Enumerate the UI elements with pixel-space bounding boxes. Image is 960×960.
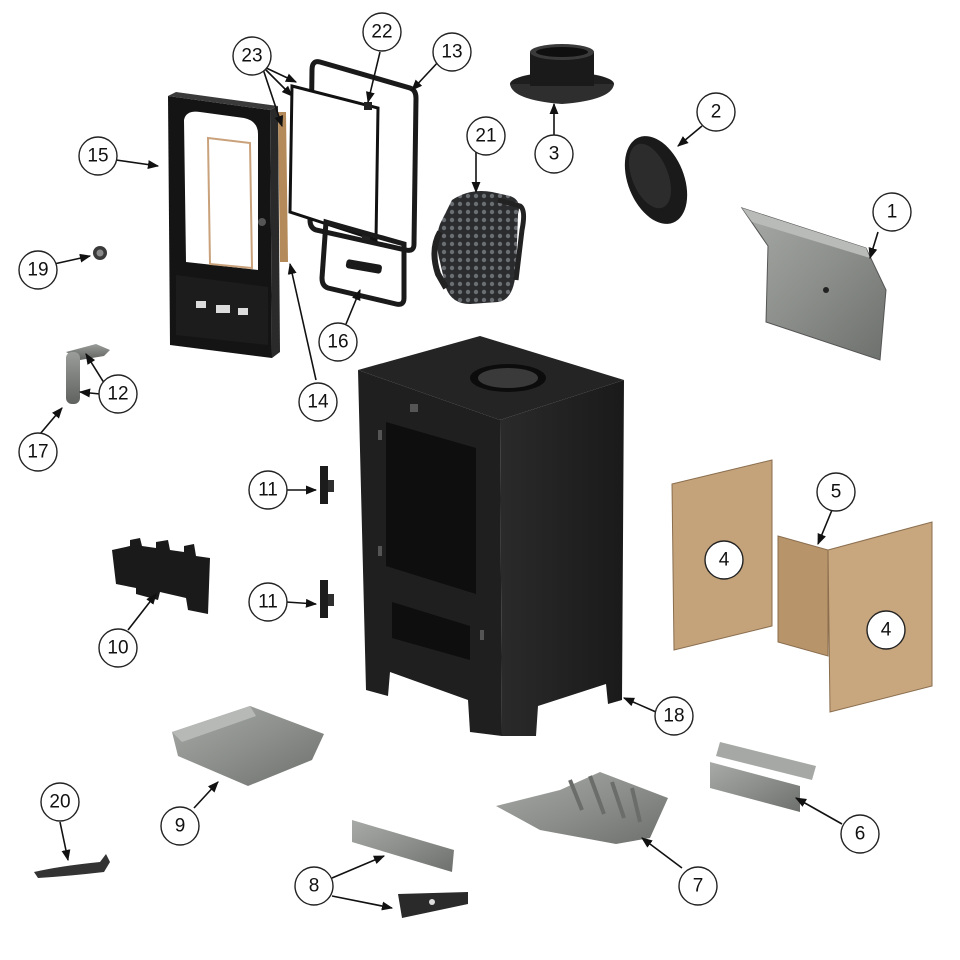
flue-collar-part bbox=[510, 44, 614, 104]
callout-7: 7 bbox=[678, 866, 718, 906]
callout-8-label: 8 bbox=[309, 876, 320, 897]
callout-19-label: 19 bbox=[27, 260, 48, 281]
callout-20-label: 20 bbox=[49, 792, 70, 813]
ash-pan-tool-part bbox=[34, 854, 110, 878]
callout-22-label: 22 bbox=[371, 22, 392, 43]
callout-17-label: 17 bbox=[27, 442, 48, 463]
callout-3-label: 3 bbox=[549, 144, 560, 165]
callout-12: 12 bbox=[98, 374, 138, 414]
callout-11-lower: 11 bbox=[248, 582, 288, 622]
grate-bars-part bbox=[352, 820, 468, 918]
front-brick-retainer-part bbox=[710, 742, 816, 812]
callout-4-left: 4 bbox=[704, 540, 744, 580]
ash-pan-part bbox=[172, 706, 324, 786]
callout-6: 6 bbox=[840, 814, 880, 854]
callout-14: 14 bbox=[298, 382, 338, 422]
callout-18-label: 18 bbox=[663, 706, 684, 727]
gloves-part bbox=[431, 191, 527, 304]
callout-15-label: 15 bbox=[87, 146, 108, 167]
callout-9-label: 9 bbox=[175, 816, 186, 837]
callout-23-label: 23 bbox=[241, 46, 262, 67]
hinge-upper-part bbox=[320, 466, 334, 504]
callout-18: 18 bbox=[654, 696, 694, 736]
callout-5: 5 bbox=[816, 472, 856, 512]
callout-15: 15 bbox=[78, 136, 118, 176]
door-part bbox=[168, 92, 280, 358]
callout-19: 19 bbox=[18, 250, 58, 290]
callout-13: 13 bbox=[432, 32, 472, 72]
brick-back-part bbox=[777, 535, 829, 657]
callout-23: 23 bbox=[232, 36, 272, 76]
air-knob-part bbox=[93, 246, 107, 260]
callout-11-upper-label: 11 bbox=[258, 480, 278, 501]
callout-4-side-label: 4 bbox=[881, 620, 892, 641]
callout-6-label: 6 bbox=[855, 824, 866, 845]
callout-11-upper: 11 bbox=[248, 470, 288, 510]
callout-3: 3 bbox=[534, 134, 574, 174]
callout-14-label: 14 bbox=[307, 392, 329, 413]
stove-body-part bbox=[358, 336, 624, 736]
callout-21: 21 bbox=[466, 116, 506, 156]
callout-5-label: 5 bbox=[831, 482, 842, 503]
grate-part bbox=[496, 772, 668, 844]
callout-9: 9 bbox=[160, 806, 200, 846]
callout-21-label: 21 bbox=[475, 126, 496, 147]
callout-4-left-label: 4 bbox=[719, 550, 730, 571]
callout-2: 2 bbox=[696, 92, 736, 132]
hinge-lower-part bbox=[320, 580, 334, 618]
callout-7-label: 7 bbox=[693, 876, 704, 897]
callout-12-label: 12 bbox=[107, 384, 128, 405]
callout-13-label: 13 bbox=[441, 42, 462, 63]
callout-22: 22 bbox=[362, 12, 402, 52]
callout-16: 16 bbox=[318, 322, 358, 362]
callout-17: 17 bbox=[18, 432, 58, 472]
callout-11-lower-label: 11 bbox=[258, 592, 278, 613]
leader-lines bbox=[39, 51, 879, 911]
baffle-part bbox=[740, 207, 887, 361]
callout-1: 1 bbox=[872, 192, 912, 232]
callout-4-side: 4 bbox=[866, 610, 906, 650]
glass-clamp-frame-part bbox=[288, 59, 419, 307]
blanking-plate-part bbox=[624, 136, 688, 224]
callout-8: 8 bbox=[294, 866, 334, 906]
callout-2-label: 2 bbox=[711, 102, 722, 123]
callout-16-label: 16 bbox=[327, 332, 348, 353]
callout-20: 20 bbox=[40, 782, 80, 822]
callout-10-label: 10 bbox=[107, 638, 128, 659]
callout-1-label: 1 bbox=[887, 202, 898, 223]
handle-part bbox=[66, 344, 110, 404]
callout-10: 10 bbox=[98, 628, 138, 668]
door-rope-part bbox=[278, 112, 288, 262]
log-guard-part bbox=[112, 538, 210, 614]
